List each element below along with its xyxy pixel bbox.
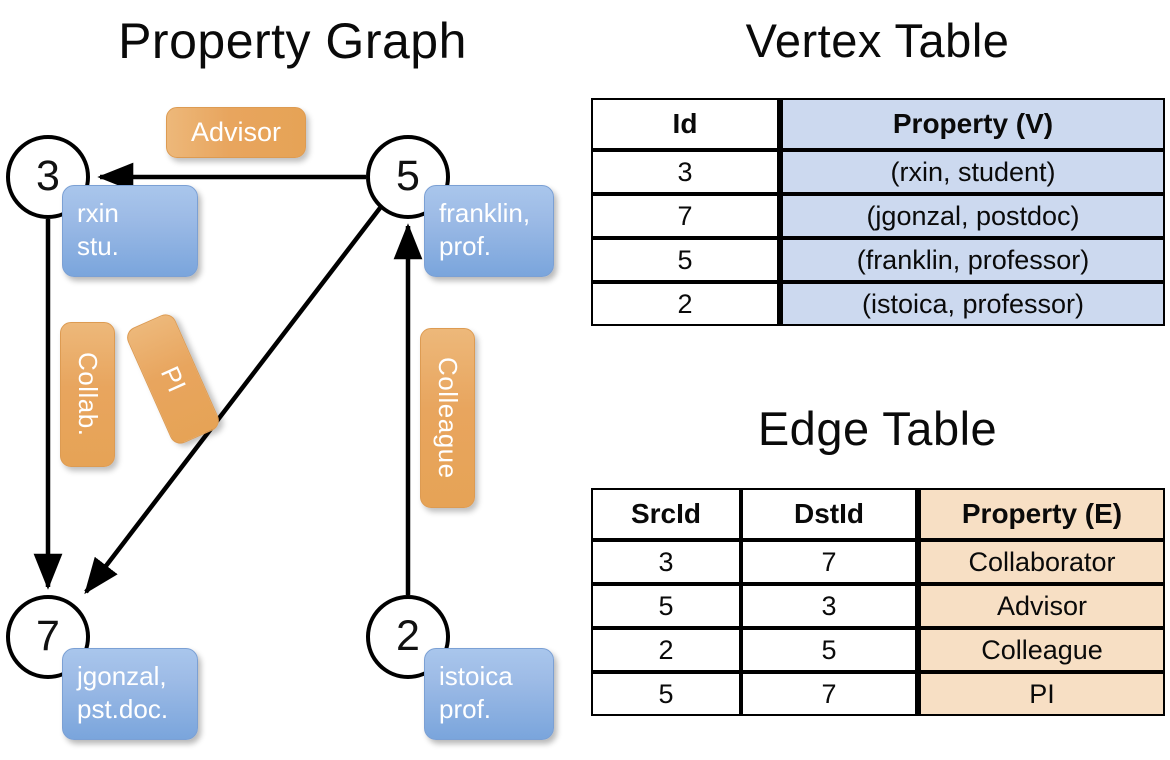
edge-cell-dst: 7 — [741, 672, 917, 716]
table-row: 2 (istoica, professor) — [591, 282, 1165, 326]
edge-table: SrcId DstId Property (E) 3 7 Collaborato… — [591, 488, 1165, 716]
vertex-cell-property: (jgonzal, postdoc) — [779, 194, 1165, 238]
node-property-7-line2: pst.doc. — [77, 694, 169, 724]
edge-arrow-5-to-7 — [84, 206, 382, 595]
edge-cell-property: PI — [917, 672, 1165, 716]
edge-table-header-dstid: DstId — [741, 488, 917, 540]
edge-cell-src: 5 — [591, 584, 741, 628]
vertex-cell-id: 2 — [591, 282, 779, 326]
edge-cell-property: Colleague — [917, 628, 1165, 672]
vertex-table: Id Property (V) 3 (rxin, student) 7 (jgo… — [591, 98, 1165, 326]
edge-table-header-property: Property (E) — [917, 488, 1165, 540]
graph-node-5[interactable]: 5 — [366, 135, 450, 219]
edge-cell-src: 3 — [591, 540, 741, 584]
property-graph-diagram: 3 5 7 2 rxin stu. franklin, prof. jgonza… — [6, 107, 554, 740]
graph-node-5-label: 5 — [396, 151, 420, 200]
page-title-vertex-table: Vertex Table — [745, 14, 1010, 67]
graph-node-7-label: 7 — [36, 611, 60, 660]
graph-node-2-label: 2 — [396, 611, 420, 660]
table-row: 2 5 Colleague — [591, 628, 1165, 672]
edge-cell-property: Advisor — [917, 584, 1165, 628]
edge-label-advisor-text: Advisor — [190, 117, 282, 147]
node-property-box-2: istoica prof. — [424, 648, 554, 740]
page-title-property-graph: Property Graph — [118, 13, 467, 69]
vertex-cell-property: (istoica, professor) — [779, 282, 1165, 326]
node-property-2-line2: prof. — [439, 694, 492, 724]
vertex-table-header-id: Id — [591, 98, 779, 150]
node-property-5-line2: prof. — [439, 231, 492, 261]
graph-node-3-label: 3 — [36, 151, 60, 200]
edge-label-colleague: Colleague — [420, 328, 475, 508]
edge-cell-dst: 5 — [741, 628, 917, 672]
node-property-2-line1: istoica — [439, 661, 513, 691]
edge-label-colleague-text: Colleague — [433, 357, 463, 479]
edge-cell-dst: 3 — [741, 584, 917, 628]
table-row: 3 (rxin, student) — [591, 150, 1165, 194]
vertex-cell-id: 5 — [591, 238, 779, 282]
vertex-cell-id: 7 — [591, 194, 779, 238]
table-row: 5 3 Advisor — [591, 584, 1165, 628]
node-property-box-3: rxin stu. — [62, 185, 198, 277]
node-property-5-line1: franklin, — [439, 198, 531, 228]
node-property-box-7: jgonzal, pst.doc. — [62, 648, 198, 740]
vertex-table-header-row: Id Property (V) — [591, 98, 1165, 150]
node-property-3-line2: stu. — [77, 231, 119, 261]
vertex-cell-id: 3 — [591, 150, 779, 194]
edge-label-collab: Collab. — [60, 322, 115, 467]
graph-edges-svg — [33, 162, 423, 595]
edge-cell-src: 5 — [591, 672, 741, 716]
graph-node-2[interactable]: 2 — [366, 595, 450, 679]
edge-cell-src: 2 — [591, 628, 741, 672]
vertex-table-header-property: Property (V) — [779, 98, 1165, 150]
edge-cell-property: Collaborator — [917, 540, 1165, 584]
page-title-edge-table: Edge Table — [757, 402, 998, 455]
table-row: 5 (franklin, professor) — [591, 238, 1165, 282]
table-row: 7 (jgonzal, postdoc) — [591, 194, 1165, 238]
node-property-3-line1: rxin — [77, 198, 119, 228]
vertex-cell-property: (rxin, student) — [779, 150, 1165, 194]
edge-table-header-row: SrcId DstId Property (E) — [591, 488, 1165, 540]
node-property-7-line1: jgonzal, — [77, 661, 167, 691]
node-property-box-5: franklin, prof. — [424, 185, 554, 277]
edge-table-header-srcid: SrcId — [591, 488, 741, 540]
edge-cell-dst: 7 — [741, 540, 917, 584]
edge-label-collab-text: Collab. — [73, 352, 103, 437]
vertex-cell-property: (franklin, professor) — [779, 238, 1165, 282]
edge-label-pi-text: PI — [154, 361, 193, 397]
table-row: 3 7 Collaborator — [591, 540, 1165, 584]
table-row: 5 7 PI — [591, 672, 1165, 716]
edge-label-advisor: Advisor — [166, 107, 306, 158]
